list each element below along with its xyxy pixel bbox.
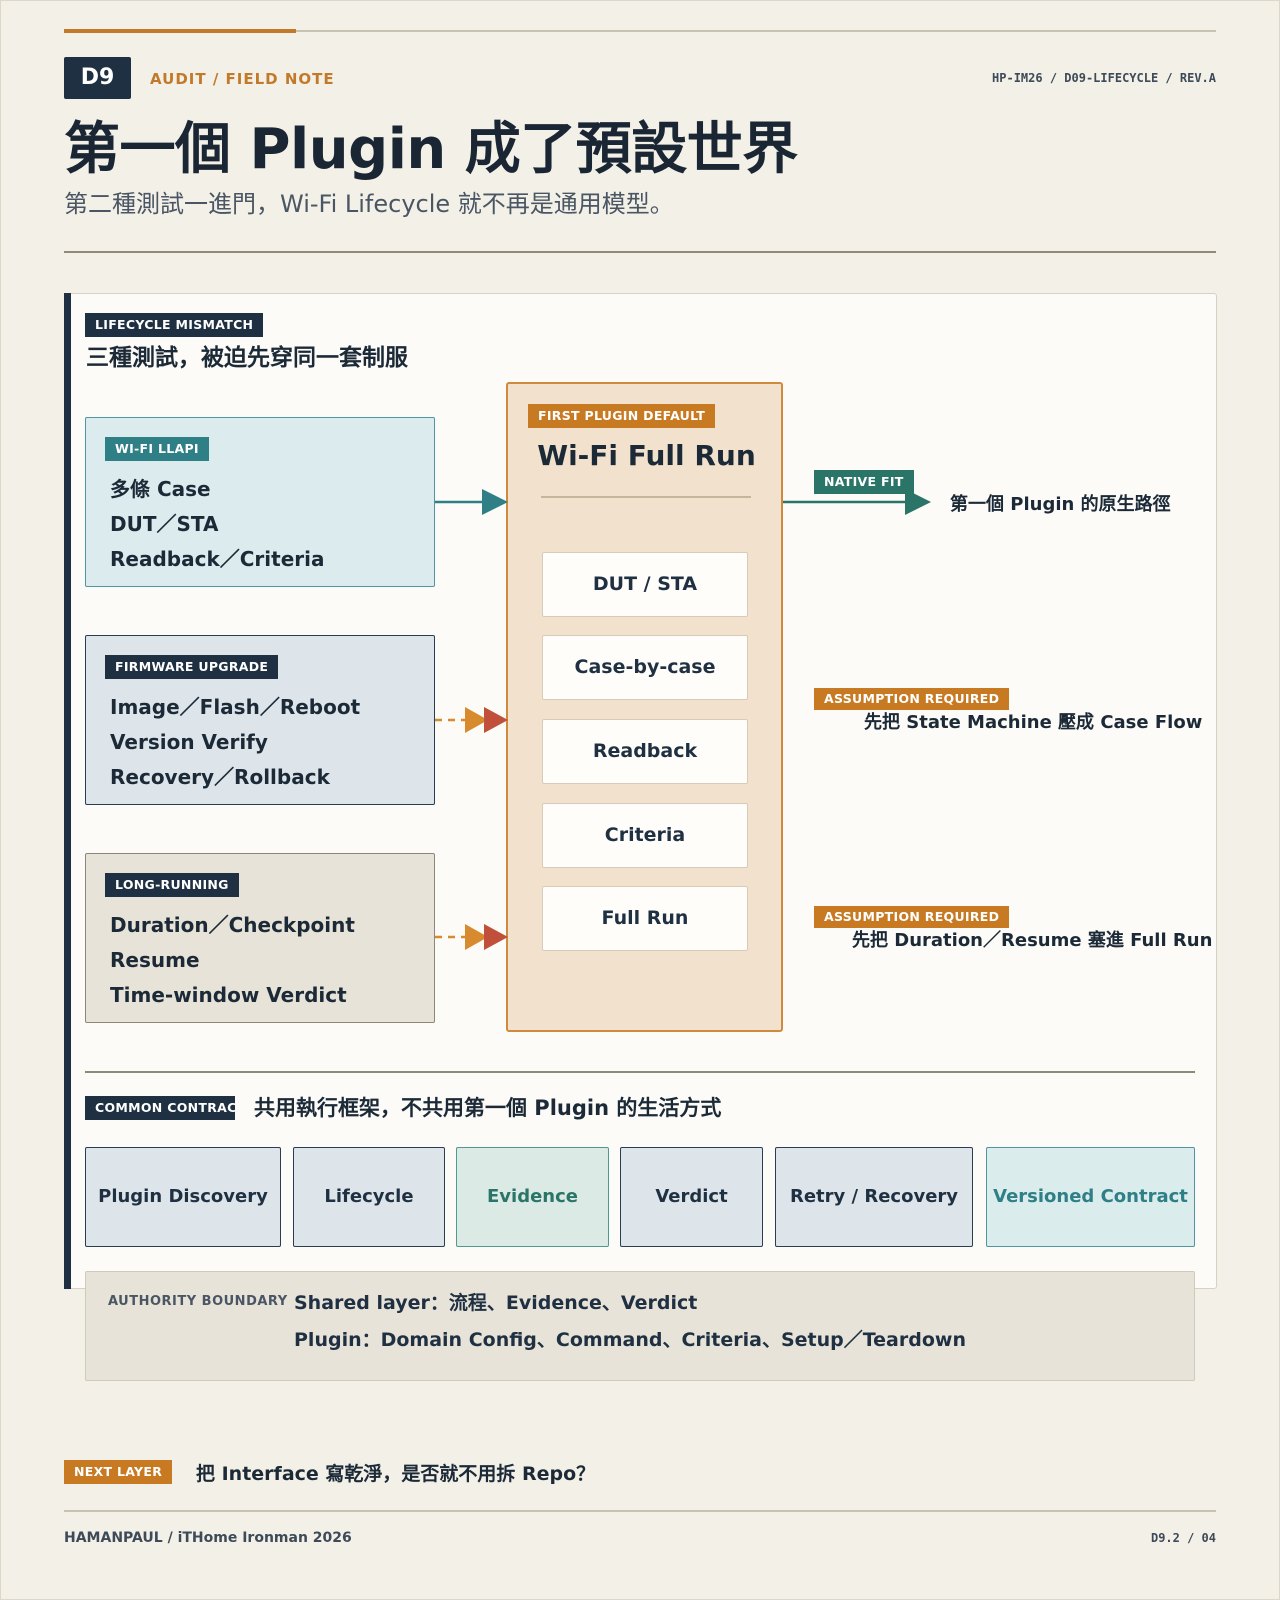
lane-line: Resume <box>110 948 200 972</box>
lane-wifi-llapi: WI-FI LLAPI 多條 Case DUT／STA Readback／Cri… <box>85 417 435 587</box>
footer-page-number: D9.2 / 04 <box>1150 1531 1216 1545</box>
contract-plugin-discovery: Plugin Discovery <box>85 1147 281 1247</box>
contract-divider <box>85 1071 1195 1073</box>
contract-lifecycle: Lifecycle <box>293 1147 445 1247</box>
default-run-title: Wi-Fi Full Run <box>537 439 756 472</box>
contract-versioned-contract: Versioned Contract <box>986 1147 1195 1247</box>
mismatch-heading: 三種測試，被迫先穿同一套制服 <box>86 345 408 371</box>
step-dut-sta: DUT / STA <box>542 552 748 617</box>
native-fit-label: 第一個 Plugin 的原生路徑 <box>950 494 1171 515</box>
first-plugin-default-box: FIRST PLUGIN DEFAULT Wi-Fi Full Run DUT … <box>506 382 783 1032</box>
lane-tag: WI-FI LLAPI <box>105 437 209 461</box>
authority-label: AUTHORITY BOUNDARY <box>108 1294 288 1309</box>
lane-line: Recovery／Rollback <box>110 765 330 789</box>
lane-line: Readback／Criteria <box>110 547 325 571</box>
page-title: 第一個 Plugin 成了預設世界 <box>64 117 798 182</box>
assumption-tag-firmware: ASSUMPTION REQUIRED <box>814 688 1010 710</box>
step-full-run: Full Run <box>542 886 748 951</box>
footer-credit: HAMANPAUL / iTHome Ironman 2026 <box>64 1530 352 1546</box>
lane-firmware-upgrade: FIRMWARE UPGRADE Image／Flash／Reboot Vers… <box>85 635 435 805</box>
panel-accent-bar <box>64 293 71 1289</box>
step-criteria: Criteria <box>542 803 748 868</box>
authority-shared-line: Shared layer：流程、Evidence、Verdict <box>294 1292 698 1314</box>
lane-tag: FIRMWARE UPGRADE <box>105 655 279 679</box>
page-subtitle: 第二種測試一進門，Wi-Fi Lifecycle 就不再是通用模型。 <box>64 190 674 218</box>
next-layer-tag: NEXT LAYER <box>64 1460 173 1484</box>
default-run-divider <box>541 496 751 498</box>
default-tag: FIRST PLUGIN DEFAULT <box>528 404 716 428</box>
day-badge: D9 <box>64 57 131 99</box>
contract-evidence: Evidence <box>456 1147 609 1247</box>
lane-tag: LONG-RUNNING <box>105 873 239 897</box>
contract-tag: COMMON CONTRACT <box>85 1096 235 1120</box>
document-reference: HP-IM26 / D09-LIFECYCLE / REV.A <box>992 71 1216 85</box>
assumption-label-firmware: 先把 State Machine 壓成 Case Flow <box>864 712 1203 733</box>
lane-line: Image／Flash／Reboot <box>110 695 361 719</box>
native-fit-tag: NATIVE FIT <box>814 470 914 494</box>
top-rule-accent <box>64 29 296 33</box>
next-layer-question: 把 Interface 寫乾淨，是否就不用拆 Repo？ <box>196 1463 596 1485</box>
authority-plugin-line: Plugin：Domain Config、Command、Criteria、Se… <box>294 1329 966 1351</box>
step-case-by-case: Case-by-case <box>542 635 748 700</box>
kicker-label: AUDIT / FIELD NOTE <box>150 70 335 88</box>
contract-heading: 共用執行框架，不共用第一個 Plugin 的生活方式 <box>254 1096 722 1120</box>
assumption-label-long-running: 先把 Duration／Resume 塞進 Full Run <box>852 930 1213 951</box>
lane-line: 多條 Case <box>110 477 211 501</box>
header-divider <box>64 251 1216 253</box>
lane-line: Duration／Checkpoint <box>110 913 355 937</box>
assumption-tag-long-running: ASSUMPTION REQUIRED <box>814 906 1010 928</box>
top-rule <box>64 30 1216 32</box>
contract-retry-recovery: Retry / Recovery <box>775 1147 973 1247</box>
authority-boundary-box: AUTHORITY BOUNDARY Shared layer：流程、Evide… <box>85 1271 1195 1381</box>
step-readback: Readback <box>542 719 748 784</box>
contract-verdict: Verdict <box>620 1147 763 1247</box>
lane-line: DUT／STA <box>110 512 219 536</box>
lane-line: Time-window Verdict <box>110 983 347 1007</box>
footer-divider <box>64 1510 1216 1512</box>
mismatch-tag: LIFECYCLE MISMATCH <box>85 313 264 337</box>
lane-line: Version Verify <box>110 730 268 754</box>
lane-long-running: LONG-RUNNING Duration／Checkpoint Resume … <box>85 853 435 1023</box>
